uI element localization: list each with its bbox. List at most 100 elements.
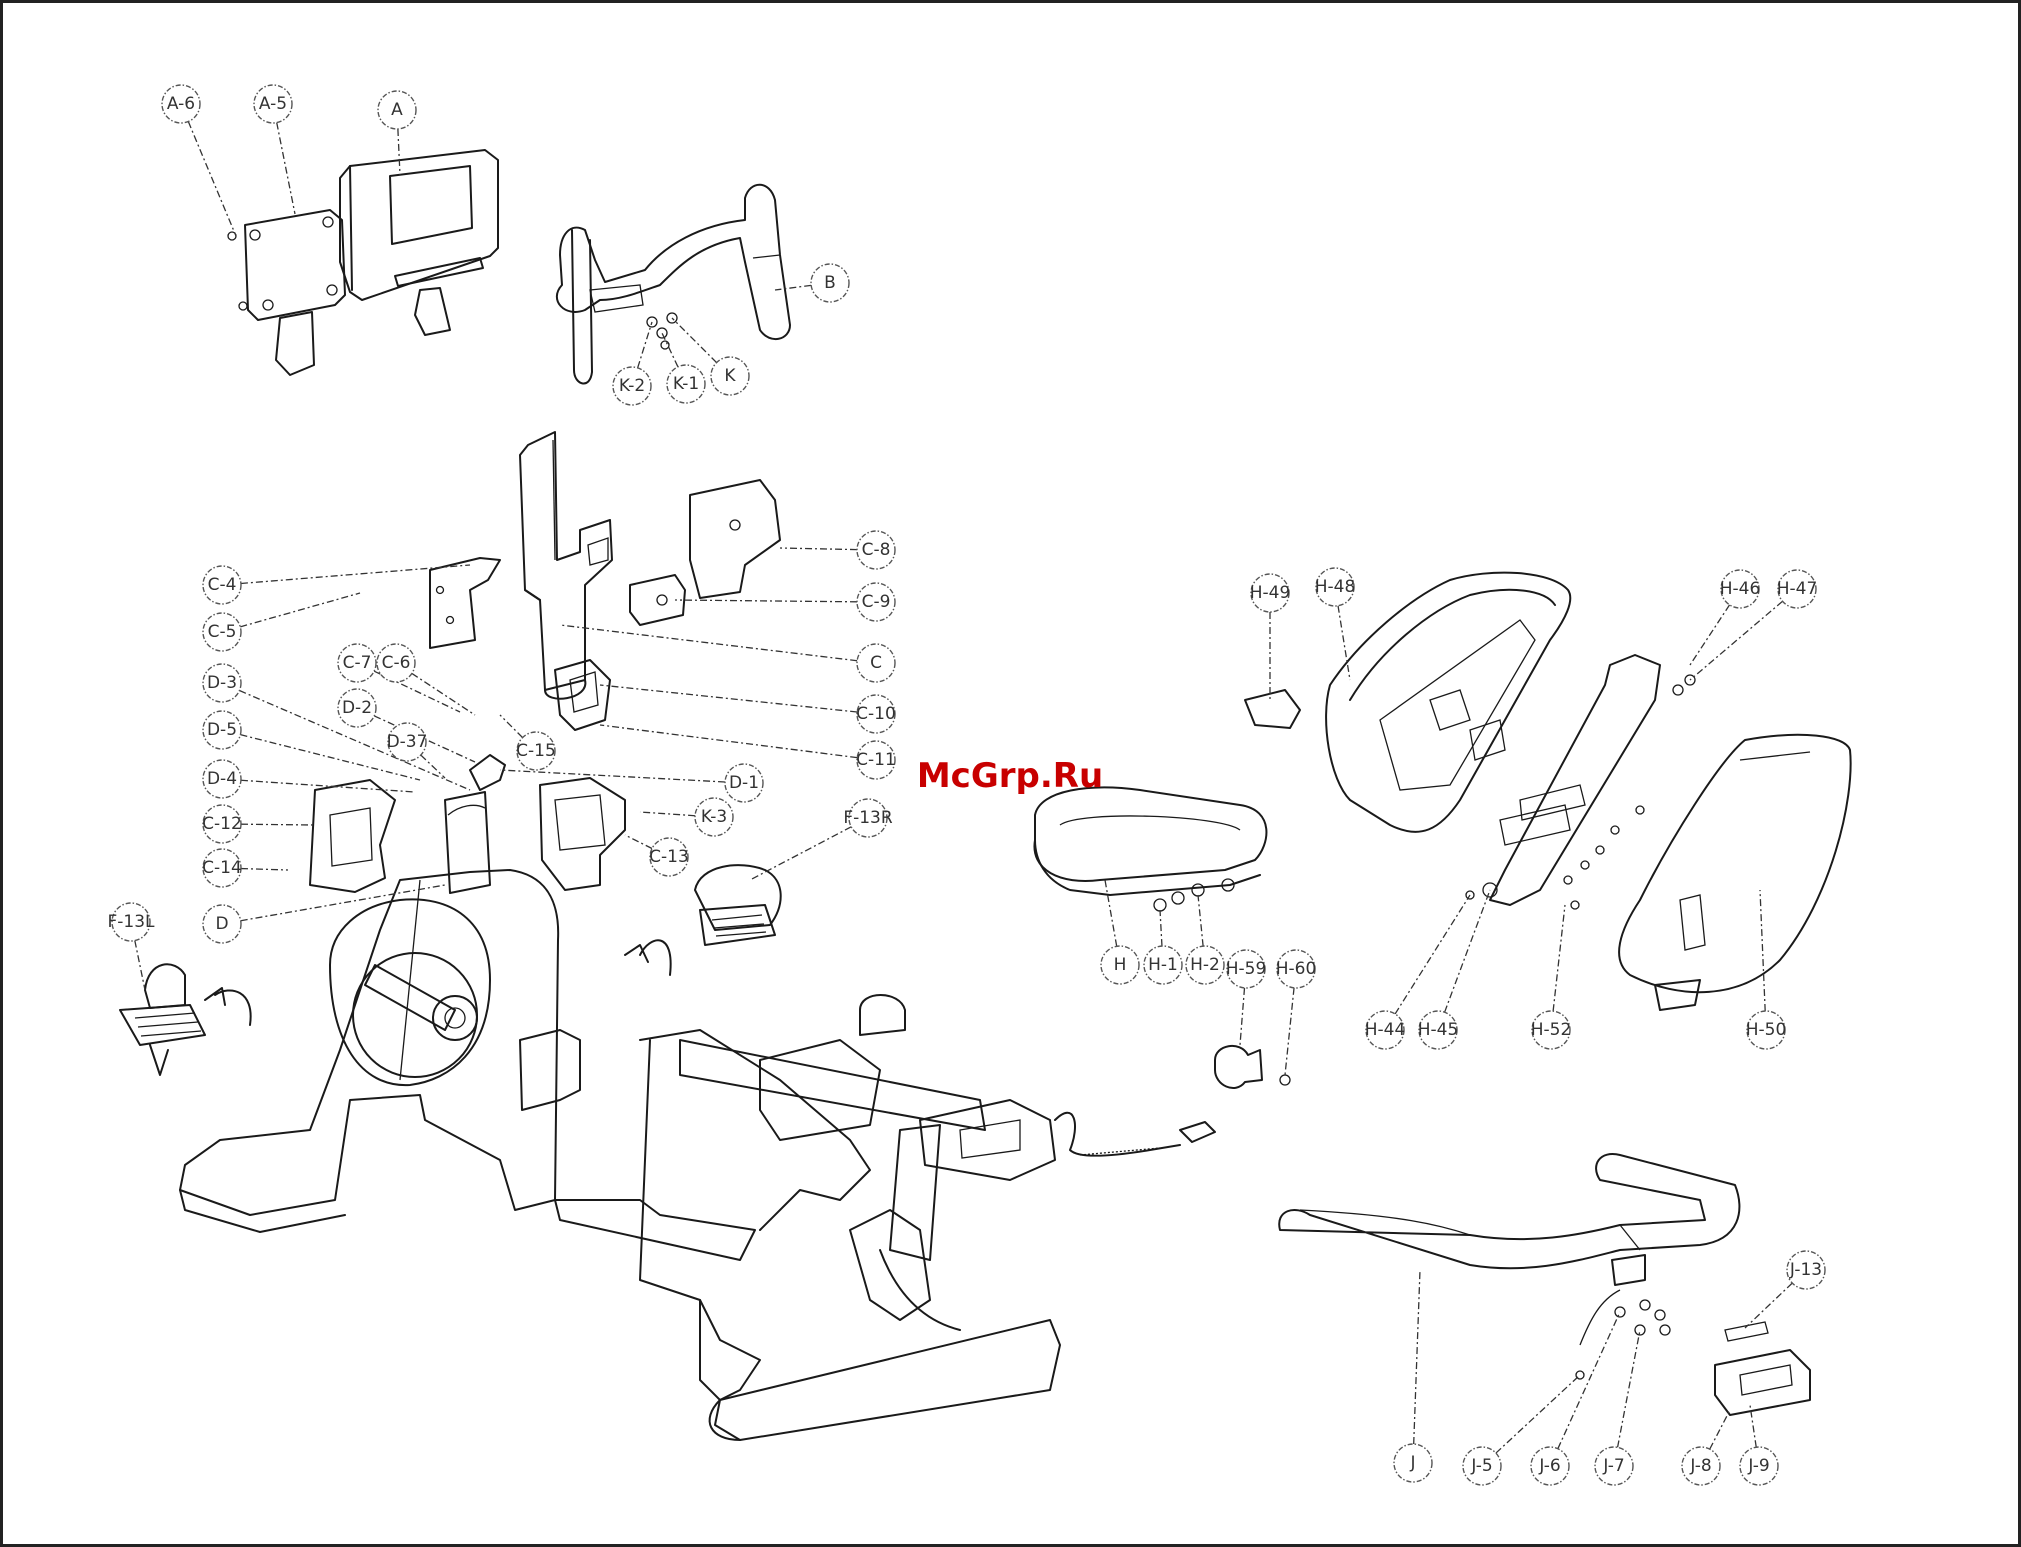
callout-c-12: C-12 [202, 805, 315, 843]
callout-label-c-14: C-14 [202, 858, 242, 878]
seat-handlebar-j [1279, 1154, 1739, 1345]
callout-label-d-2: D-2 [342, 698, 372, 718]
callout-c-8: C-8 [780, 531, 895, 569]
seat-bolts-h1-h2 [1154, 879, 1234, 911]
pedal-right-f13r [695, 865, 781, 945]
callout-h-52: H-52 [1531, 905, 1572, 1049]
leader-line-j-5 [1496, 1375, 1580, 1453]
callout-j: J [1394, 1270, 1432, 1482]
callout-h-60: H-60 [1276, 950, 1317, 1075]
callout-label-d: D [215, 914, 228, 934]
callout-label-a-5: A-5 [259, 94, 287, 114]
handlebar-part-b [557, 185, 790, 384]
callout-label-h-1: H-1 [1148, 955, 1178, 975]
neck-bracket-d1 [470, 755, 505, 790]
callout-label-c-15: C-15 [516, 741, 556, 761]
callout-label-f-13r: F-13R [843, 808, 893, 828]
callout-h-45: H-45 [1418, 890, 1490, 1049]
callout-label-j-8: J-8 [1689, 1456, 1711, 1476]
console-screws-a6 [228, 232, 247, 310]
callout-label-h-52: H-52 [1531, 1020, 1572, 1040]
callout-label-c-10: C-10 [856, 704, 896, 724]
callout-label-c-8: C-8 [862, 540, 891, 560]
leader-line-c-6 [412, 673, 475, 715]
console-back-cover-a5 [245, 210, 345, 375]
leader-line-j-13 [1745, 1283, 1792, 1328]
callout-label-h-59: H-59 [1226, 959, 1267, 979]
leader-line-c-11 [600, 725, 857, 758]
callout-label-h-60: H-60 [1276, 959, 1317, 979]
callout-label-h-49: H-49 [1250, 583, 1291, 603]
callout-label-c-5: C-5 [208, 622, 237, 642]
callout-c-10: C-10 [600, 685, 896, 733]
leader-line-h-50 [1760, 890, 1765, 1011]
callout-a-5: A-5 [254, 85, 295, 214]
rear-base-frame [555, 1030, 1060, 1440]
callout-a-6: A-6 [162, 85, 236, 236]
callout-h-1: H-1 [1144, 910, 1182, 984]
callout-d: D [203, 885, 445, 943]
callout-label-c-4: C-4 [208, 575, 237, 595]
leader-line-j-8 [1710, 1410, 1730, 1449]
callout-k-2: K-2 [613, 322, 652, 405]
leader-line-c-13 [625, 835, 652, 849]
seat-knob-h59 [1215, 1046, 1290, 1088]
callout-label-h: H [1114, 955, 1127, 975]
leader-line-h-1 [1160, 910, 1162, 946]
leader-line-j-7 [1618, 1330, 1640, 1447]
callout-label-f-13l: F-13L [107, 912, 155, 932]
wire-harness [1055, 1113, 1215, 1156]
leader-line-j [1414, 1270, 1420, 1444]
callout-label-a: A [391, 100, 403, 120]
backrest-pad-h48 [1326, 573, 1570, 832]
callout-label-h-2: H-2 [1190, 955, 1220, 975]
callout-h-50: H-50 [1746, 890, 1787, 1049]
callout-label-j-5: J-5 [1470, 1456, 1492, 1476]
leader-line-c-14 [241, 869, 288, 870]
callout-label-h-50: H-50 [1746, 1020, 1787, 1040]
pedal-direction-arrows [205, 940, 671, 1025]
callout-label-j-7: J-7 [1602, 1456, 1624, 1476]
leader-line-h-2 [1198, 895, 1203, 946]
callout-label-k-3: K-3 [701, 807, 727, 827]
pedal-left-f13l [120, 964, 205, 1075]
leader-line-c-12 [241, 824, 315, 825]
callout-label-h-47: H-47 [1777, 579, 1818, 599]
leader-line-k [672, 318, 717, 363]
callout-h-49: H-49 [1250, 574, 1291, 700]
callout-label-a-6: A-6 [167, 94, 195, 114]
leader-line-c-4 [241, 565, 470, 583]
leader-line-a [398, 129, 400, 175]
callout-label-d-5: D-5 [207, 720, 237, 740]
console-part-a [340, 150, 498, 335]
callout-label-c: C [870, 653, 882, 673]
leader-line-h [1105, 880, 1117, 946]
callout-label-d-4: D-4 [207, 769, 237, 789]
handlebar-hardware-j5-j7 [1576, 1300, 1670, 1379]
callout-h-48: H-48 [1315, 568, 1356, 680]
callout-c-9: C-9 [675, 583, 895, 621]
callout-c-14: C-14 [202, 849, 288, 887]
callout-j-8: J-8 [1682, 1410, 1730, 1485]
callout-d-3: D-3 [203, 664, 470, 790]
callout-label-k: K [724, 366, 736, 386]
callout-j-9: J-9 [1740, 1405, 1778, 1485]
callout-label-c-13: C-13 [649, 847, 689, 867]
leader-line-c-9 [675, 600, 857, 602]
callout-label-h-48: H-48 [1315, 577, 1356, 597]
callout-label-j: J [1409, 1453, 1415, 1473]
callout-d-37: D-37 [387, 723, 445, 778]
callout-label-h-45: H-45 [1418, 1020, 1459, 1040]
leader-line-k-3 [640, 812, 695, 816]
leader-line-h-46 [1690, 605, 1730, 665]
neck-tube-d [445, 792, 490, 893]
mast-bracket-c10 [555, 660, 610, 730]
callout-label-d-3: D-3 [207, 673, 237, 693]
callout-d-4: D-4 [203, 760, 415, 798]
callout-label-b: B [824, 273, 836, 293]
side-cover-c13 [540, 778, 625, 890]
backrest-handle-h49 [1245, 690, 1300, 728]
watermark-text: McGrp.Ru [917, 756, 1103, 796]
callout-label-d-1: D-1 [729, 773, 759, 793]
